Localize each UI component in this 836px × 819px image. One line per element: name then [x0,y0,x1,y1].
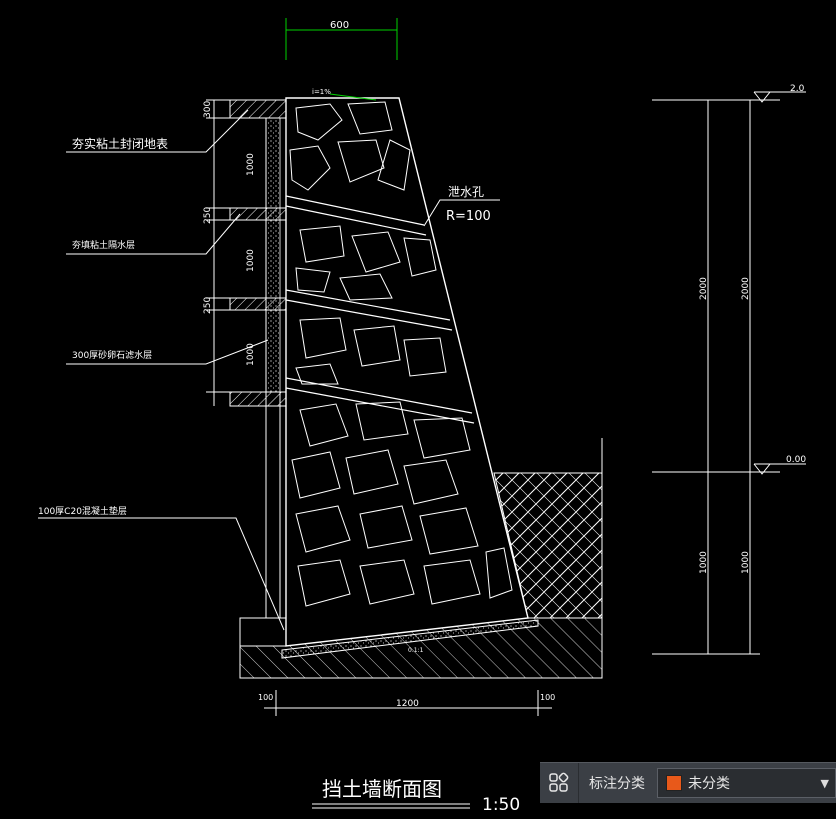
slope-note: i=1% [312,88,331,96]
dim-d2: 1000 [246,153,256,176]
top-dimension [285,18,398,60]
elevation-top: 2.0 [790,84,805,94]
toolbar-label: 标注分类 [589,776,645,792]
base-dim-right: 100 [540,693,555,702]
dim-d6: 1000 [246,343,256,366]
drain-note-radius: R=100 [446,209,491,224]
drain-holes [285,195,475,424]
base-dim-left: 100 [258,693,273,702]
category-select[interactable]: 未分类 ▼ [657,768,836,798]
base-dim-center: 1200 [396,699,419,709]
callout-clay-waterproof: 夯填粘土隔水层 [72,239,135,251]
callout-cushion: 100厚C20混凝土垫层 [38,505,127,517]
dim-lower-outer: 1000 [699,551,709,574]
category-value: 未分类 [688,776,730,792]
elevation-ground: 0.00 [786,455,806,465]
dim-lower-inner: 1000 [741,551,751,574]
drawing-scale: 1:50 [482,795,520,815]
callout-gravel-filter: 300厚砂卵石滤水层 [72,349,152,361]
rubble-stones [289,101,513,607]
drain-note-title: 泄水孔 [448,185,484,199]
dim-d1: 300 [203,101,213,118]
dim-d4: 1000 [246,249,256,272]
dim-upper-outer: 2000 [699,277,709,300]
grid-icon[interactable] [540,763,579,803]
drawing-title: 挡土墙断面图 [322,777,442,801]
callout-top-seal: 夯实粘土封闭地表 [72,136,168,151]
top-width-label: 600 [330,20,349,31]
dim-d3: 250 [203,207,213,224]
right-dimensions [652,91,806,655]
annotation-toolbar: 标注分类 未分类 ▼ [540,762,836,803]
left-dimension-line [206,99,230,406]
color-swatch [666,775,682,791]
left-layers [229,99,287,618]
dim-upper-inner: 2000 [741,277,751,300]
callout-lines [38,109,500,631]
dim-d5: 250 [203,297,213,314]
base-dimension [264,690,552,716]
concrete-cushion [281,619,539,659]
wall-body [281,97,539,659]
base-slope-note: 0.1:1 [408,647,424,654]
chevron-down-icon[interactable]: ▼ [820,777,829,790]
